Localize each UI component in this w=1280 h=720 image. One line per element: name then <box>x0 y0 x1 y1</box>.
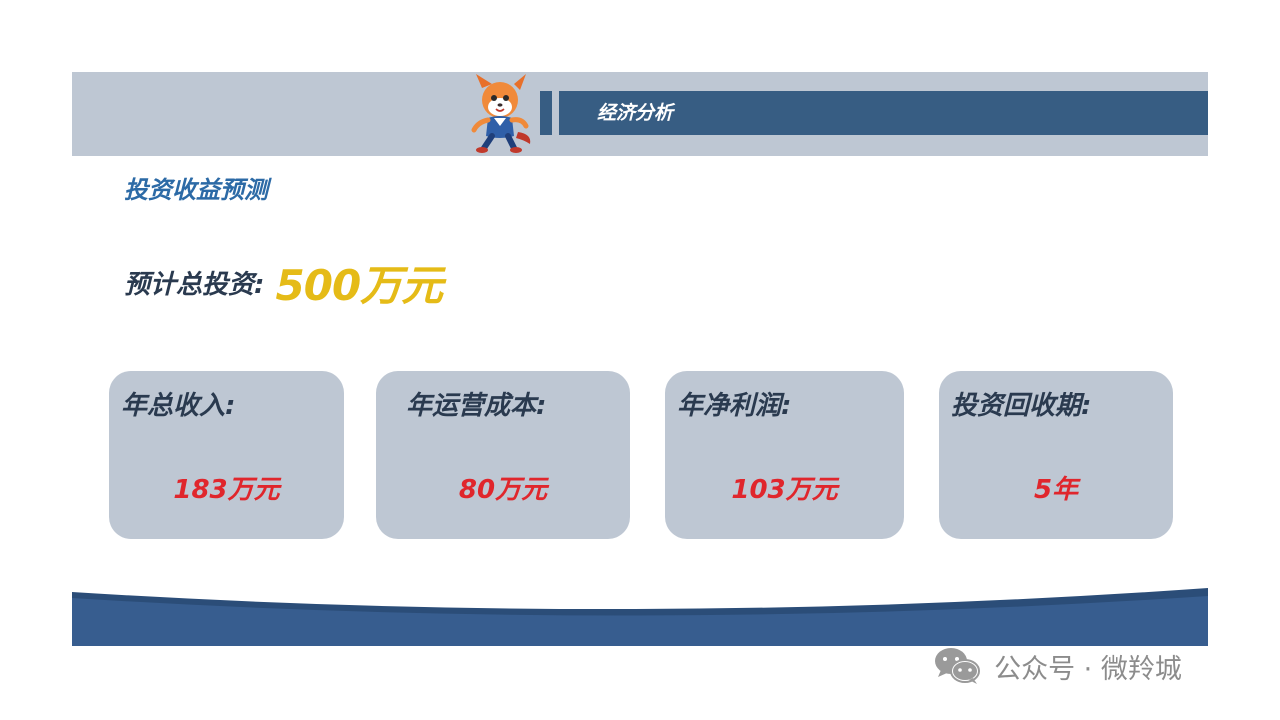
card-annual-operating-cost: 年运营成本: 80万元 <box>376 371 630 539</box>
card-label: 年总收入: <box>121 391 236 421</box>
total-investment-value: 500万元 <box>275 261 444 310</box>
total-investment: 预计总投资: 500万元 <box>124 252 443 310</box>
card-label: 年净利润: <box>677 391 792 421</box>
card-payback-period: 投资回收期: 5年 <box>939 371 1173 539</box>
wechat-icon <box>935 648 980 684</box>
watermark: 公众号 · 微羚城 <box>933 646 1182 690</box>
header-band: 经济分析 <box>72 72 1208 156</box>
card-annual-revenue: 年总收入: 183万元 <box>109 371 344 539</box>
card-label: 年运营成本: <box>406 391 547 421</box>
section-heading: 投资收益预测 <box>124 176 268 204</box>
footer-wave <box>72 588 1208 646</box>
title-accent-bar <box>540 91 552 135</box>
card-value: 183万元 <box>173 475 280 505</box>
title-bar: 经济分析 <box>559 91 1208 135</box>
watermark-text: 公众号 · 微羚城 <box>994 653 1182 685</box>
card-value: 80万元 <box>458 475 548 505</box>
card-value: 103万元 <box>731 475 838 505</box>
page-title: 经济分析 <box>597 102 674 124</box>
card-value: 5年 <box>1033 475 1079 505</box>
fox-mascot-icon <box>471 74 531 153</box>
card-annual-net-profit: 年净利润: 103万元 <box>665 371 904 539</box>
slide: 经济分析 投资收益预测 预计总投资: 500万元 年总收入: 183万元 年运营… <box>72 72 1208 646</box>
total-investment-label: 预计总投资: <box>124 270 265 300</box>
card-label: 投资回收期: <box>951 391 1092 421</box>
